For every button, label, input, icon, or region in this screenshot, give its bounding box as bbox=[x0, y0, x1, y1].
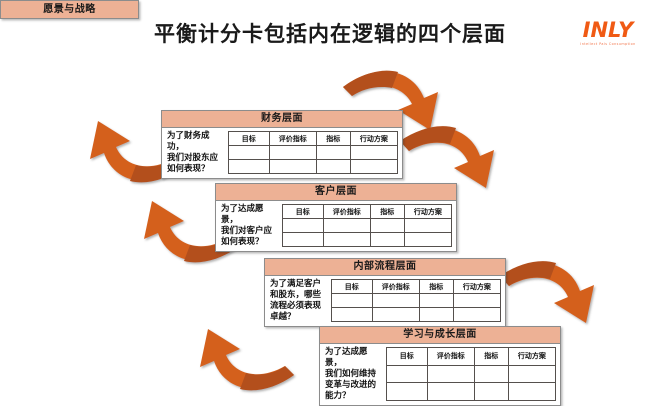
table-row[interactable] bbox=[386, 382, 557, 401]
column-header-target: 指标 bbox=[369, 204, 405, 219]
panel-financial-question: 为了财务成功， 我们对股东应 如何表现？ bbox=[167, 131, 219, 174]
panel-learning-growth-title: 学习与成长层面 bbox=[320, 327, 560, 344]
panel-learning-growth-table[interactable]: 目标 评价指标 指标 行动方案 bbox=[386, 347, 557, 401]
table-header-row: 目标 评价指标 指标 行动方案 bbox=[282, 204, 453, 219]
column-header-measure: 评价指标 bbox=[371, 279, 420, 294]
vision-and-strategy-box[interactable]: 愿景与战略 bbox=[0, 0, 139, 19]
vision-and-strategy-label: 愿景与战略 bbox=[43, 4, 96, 15]
table-row[interactable] bbox=[386, 364, 557, 384]
column-header-objective: 目标 bbox=[331, 279, 373, 294]
table-row[interactable] bbox=[282, 232, 453, 247]
page-title: 平衡计分卡包括内在逻辑的四个层面 bbox=[154, 22, 506, 46]
column-header-initiative: 行动方案 bbox=[349, 131, 399, 146]
column-header-target: 指标 bbox=[473, 347, 509, 366]
column-header-objective: 目标 bbox=[228, 131, 270, 146]
panel-internal-process-question: 为了满足客户 和股东，哪些 流程必须表现 卓越？ bbox=[270, 279, 322, 322]
arrow-right-3-icon bbox=[500, 261, 594, 323]
table-row[interactable] bbox=[228, 145, 399, 160]
panel-customer-table[interactable]: 目标 评价指标 指标 行动方案 bbox=[282, 204, 453, 247]
column-header-objective: 目标 bbox=[386, 347, 428, 366]
column-header-measure: 评价指标 bbox=[322, 204, 371, 219]
table-row[interactable] bbox=[282, 218, 453, 233]
column-header-initiative: 行动方案 bbox=[403, 204, 453, 219]
panel-financial[interactable]: 财务层面 为了财务成功， 我们对股东应 如何表现？ 目标 评价指标 指标 行动方… bbox=[161, 110, 403, 179]
panel-financial-table[interactable]: 目标 评价指标 指标 行动方案 bbox=[228, 131, 399, 174]
column-header-initiative: 行动方案 bbox=[507, 347, 557, 366]
panel-internal-process-table[interactable]: 目标 评价指标 指标 行动方案 bbox=[331, 279, 502, 322]
column-header-measure: 评价指标 bbox=[268, 131, 317, 146]
panel-internal-process-title: 内部流程层面 bbox=[265, 259, 505, 276]
panel-financial-body: 为了财务成功， 我们对股东应 如何表现？ 目标 评价指标 指标 行动方案 bbox=[162, 128, 402, 178]
brand-logo: INLY Intellect Pals Consumption bbox=[572, 20, 644, 46]
brand-tagline: Intellect Pals Consumption bbox=[580, 42, 636, 46]
arrow-left-3-icon bbox=[200, 329, 294, 391]
panel-customer-title: 客户层面 bbox=[216, 184, 456, 201]
table-header-row: 目标 评价指标 指标 行动方案 bbox=[331, 279, 502, 294]
panel-customer-body: 为了达成愿景， 我们对客户应 如何表现？ 目标 评价指标 指标 行动方案 bbox=[216, 201, 456, 251]
table-header-row: 目标 评价指标 指标 行动方案 bbox=[386, 347, 557, 366]
column-header-target: 指标 bbox=[418, 279, 454, 294]
table-row[interactable] bbox=[228, 159, 399, 174]
panel-learning-growth-body: 为了达成愿景， 我们如何维持 变革与改进的 能力？ 目标 评价指标 指标 行动方… bbox=[320, 344, 560, 405]
panel-internal-process-body: 为了满足客户 和股东，哪些 流程必须表现 卓越？ 目标 评价指标 指标 行动方案 bbox=[265, 276, 505, 326]
panel-financial-title: 财务层面 bbox=[162, 111, 402, 128]
panel-customer[interactable]: 客户层面 为了达成愿景， 我们对客户应 如何表现？ 目标 评价指标 指标 行动方… bbox=[215, 183, 457, 252]
table-row[interactable] bbox=[331, 293, 502, 308]
column-header-target: 指标 bbox=[315, 131, 351, 146]
brand-wordmark: INLY bbox=[582, 18, 634, 42]
table-header-row: 目标 评价指标 指标 行动方案 bbox=[228, 131, 399, 146]
arrow-right-2-icon bbox=[400, 126, 494, 188]
panel-learning-growth[interactable]: 学习与成长层面 为了达成愿景， 我们如何维持 变革与改进的 能力？ 目标 评价指… bbox=[319, 326, 561, 406]
column-header-objective: 目标 bbox=[282, 204, 324, 219]
panel-customer-question: 为了达成愿景， 我们对客户应 如何表现？ bbox=[221, 204, 273, 247]
panel-learning-growth-question: 为了达成愿景， 我们如何维持 变革与改进的 能力？ bbox=[325, 347, 377, 401]
panel-internal-process[interactable]: 内部流程层面 为了满足客户 和股东，哪些 流程必须表现 卓越？ 目标 评价指标 … bbox=[264, 258, 506, 327]
table-row[interactable] bbox=[331, 307, 502, 322]
column-header-initiative: 行动方案 bbox=[452, 279, 502, 294]
column-header-measure: 评价指标 bbox=[426, 347, 475, 366]
